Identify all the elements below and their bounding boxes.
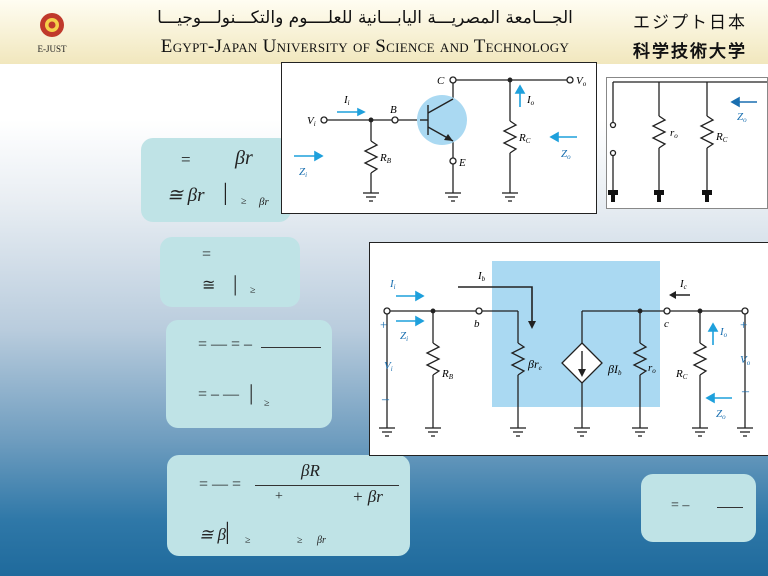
eq3-line2: = – — xyxy=(198,386,240,403)
japanese-name-line1: エジプト日本 xyxy=(633,13,747,33)
eq3-line2-cond: ≥ xyxy=(264,398,270,409)
circuit-output-impedance: ro RC Zo xyxy=(606,77,768,209)
eq3-line2-bar: | xyxy=(249,380,254,405)
circuit-re-model: Ii Ib Ic b c + Zi Vi – RB βre βIb ro RC … xyxy=(369,242,768,456)
eq4-denominator-plus1: + xyxy=(275,489,283,504)
equation-box-4: = — = βR + + βr ≅ β | ≥ ≥ βr xyxy=(167,455,410,556)
c1-label-c: C xyxy=(437,75,445,87)
eq1-line1-expr: βr xyxy=(235,147,253,169)
equation-box-1: = βr ≅ βr | ≥ βr xyxy=(141,138,291,222)
eq1-line2-bar: | xyxy=(223,180,228,206)
c3-label-c: c xyxy=(664,318,669,330)
c3-label-vi: Vi xyxy=(384,360,393,373)
eq5-text: = – xyxy=(671,498,690,513)
eq5-fraction-bar xyxy=(717,507,743,508)
c1-label-vo: Vo xyxy=(576,75,587,88)
c3-label-zo: Zo xyxy=(716,408,726,421)
c3-label-bre: βre xyxy=(527,357,542,372)
eq4-numerator: βR xyxy=(301,461,320,480)
eq4-line2: ≅ β xyxy=(199,525,226,544)
eq1-line2-cond-expr: βr xyxy=(259,196,269,208)
c1-label-vi: Vi xyxy=(307,115,316,128)
eq2-line2-cond: ≥ xyxy=(250,285,256,296)
university-header: E-JUST الجـــامعة المصريـــة اليابـــاني… xyxy=(0,0,768,64)
c3-label-bib: βIb xyxy=(607,362,622,377)
c1-label-rc: RC xyxy=(518,132,531,145)
logo-label: E-JUST xyxy=(38,44,68,54)
eq4-fraction-bar xyxy=(255,485,399,486)
c3-plus-out: + xyxy=(740,317,747,332)
c1-label-e: E xyxy=(458,157,466,169)
c3-label-zi: Zi xyxy=(400,330,408,343)
eq4-line2-bar: | xyxy=(225,519,230,545)
eq3-line1: = — = – xyxy=(198,336,253,353)
c3-label-vo: Vo xyxy=(740,354,751,367)
arabic-university-name: الجـــامعة المصريـــة اليابـــانية للعلـ… xyxy=(157,8,573,28)
c3-label-ii: Ii xyxy=(389,278,396,291)
c3-label-ro: ro xyxy=(648,362,656,375)
c1-label-rb: RB xyxy=(379,152,392,165)
english-university-name: Egypt-Japan University of Science and Te… xyxy=(160,36,570,57)
eq2-line2-bar: | xyxy=(233,271,238,296)
transistor-model-highlight xyxy=(492,261,660,407)
c1-label-b: B xyxy=(390,104,397,116)
c3-minus-in: – xyxy=(381,392,390,407)
eq4-cond2-expr: βr xyxy=(317,535,326,546)
c3-label-rb: RB xyxy=(441,368,454,381)
c3-label-ib: Ib xyxy=(477,270,486,283)
c2-label-zo: Zo xyxy=(737,111,747,124)
c1-label-io: Io xyxy=(526,94,535,107)
c3-minus-out: – xyxy=(741,384,750,399)
eq4-cond1: ≥ xyxy=(245,535,251,546)
eq3-fraction-bar xyxy=(261,347,321,348)
equation-box-5: = – xyxy=(641,474,756,542)
japanese-name-line2: 科学技術大学 xyxy=(633,42,747,62)
c3-plus-in: + xyxy=(380,317,387,332)
c2-label-rc: RC xyxy=(715,131,728,144)
eq2-line2-approx: ≅ xyxy=(202,277,216,294)
c3-label-ic: Ic xyxy=(679,278,688,291)
university-logo: E-JUST xyxy=(32,10,72,56)
transistor-highlight xyxy=(417,95,467,145)
eq1-line2-cond: ≥ xyxy=(241,196,247,207)
c1-label-zo: Zo xyxy=(561,148,571,161)
equation-box-3: = — = – = – — | ≥ xyxy=(166,320,332,428)
eq1-line1-equals: = xyxy=(181,150,191,169)
eq4-cond2: ≥ xyxy=(297,535,303,546)
eq2-line1-equals: = xyxy=(202,246,212,263)
c3-label-io: Io xyxy=(719,326,728,339)
circuit-ce-amplifier: Ii Vi B C E Vo Io RB RC Zi Zo xyxy=(281,62,597,214)
c3-label-rc: RC xyxy=(675,368,688,381)
eq1-line2: ≅ βr xyxy=(167,185,205,206)
c1-label-zi: Zi xyxy=(299,166,307,179)
equation-box-2: = ≅ | ≥ xyxy=(160,237,300,307)
eq4-denominator-plus2: + βr xyxy=(352,487,383,506)
c1-label-ii: Ii xyxy=(343,94,350,107)
c2-label-ro: ro xyxy=(670,127,678,140)
eq4-line1: = — = xyxy=(199,476,242,493)
c3-label-b: b xyxy=(474,318,480,330)
